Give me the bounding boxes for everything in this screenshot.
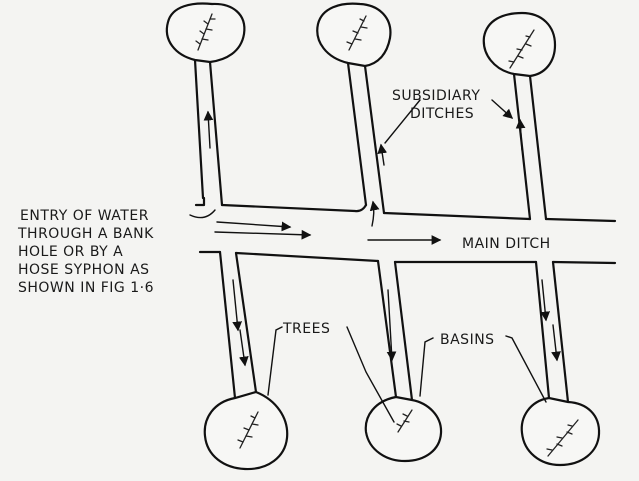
subsidiary-ditch-bottom-right bbox=[534, 260, 570, 404]
subsidiary-ditch-top-right bbox=[512, 72, 548, 221]
basin-top-left bbox=[165, 2, 246, 64]
subsidiary-ditch-bottom-left bbox=[218, 250, 258, 400]
subsidiary-ditch-bottom-middle bbox=[376, 259, 414, 402]
entry-label-line-1: ENTRY OF WATER bbox=[20, 208, 149, 224]
tree-sprig-icon bbox=[237, 411, 259, 449]
entry-label-line-5: SHOWN IN FIG 1·6 bbox=[18, 280, 154, 296]
tree-sprig-icon bbox=[508, 29, 535, 69]
main-ditch-label: MAIN DITCH bbox=[462, 236, 551, 252]
leader-lines bbox=[267, 99, 547, 423]
entry-label-line-3: HOLE OR BY A bbox=[18, 244, 123, 260]
entry-label-line-2: THROUGH A BANK bbox=[17, 226, 154, 242]
basin-top-right bbox=[482, 11, 557, 78]
tree-sprig-icon bbox=[396, 409, 413, 433]
subsidiary-ditch-top-left bbox=[193, 58, 224, 207]
basins-label: BASINS bbox=[440, 332, 495, 348]
basin-bottom-middle bbox=[364, 395, 443, 463]
basin-bottom-left bbox=[203, 390, 289, 471]
tree-sprig-icon bbox=[546, 419, 579, 457]
basin-bottom-right bbox=[520, 396, 601, 467]
entry-label-line-4: HOSE SYPHON AS bbox=[18, 262, 150, 278]
trees-label: TREES bbox=[282, 321, 330, 337]
subsidiary-ditch-top-middle bbox=[346, 61, 386, 215]
tree-sprig-icon bbox=[346, 15, 368, 51]
tree-sprig-icon bbox=[195, 13, 216, 51]
subsidiary-ditches-label-line-1: SUBSIDIARY bbox=[392, 88, 480, 104]
main-ditch bbox=[194, 196, 617, 265]
basin-top-middle bbox=[316, 2, 392, 68]
subsidiary-ditches-label-line-2: DITCHES bbox=[410, 106, 474, 122]
entry-label: ENTRY OF WATER THROUGH A BANK HOLE OR BY… bbox=[17, 208, 154, 296]
flow-arrow-icon bbox=[189, 110, 561, 367]
